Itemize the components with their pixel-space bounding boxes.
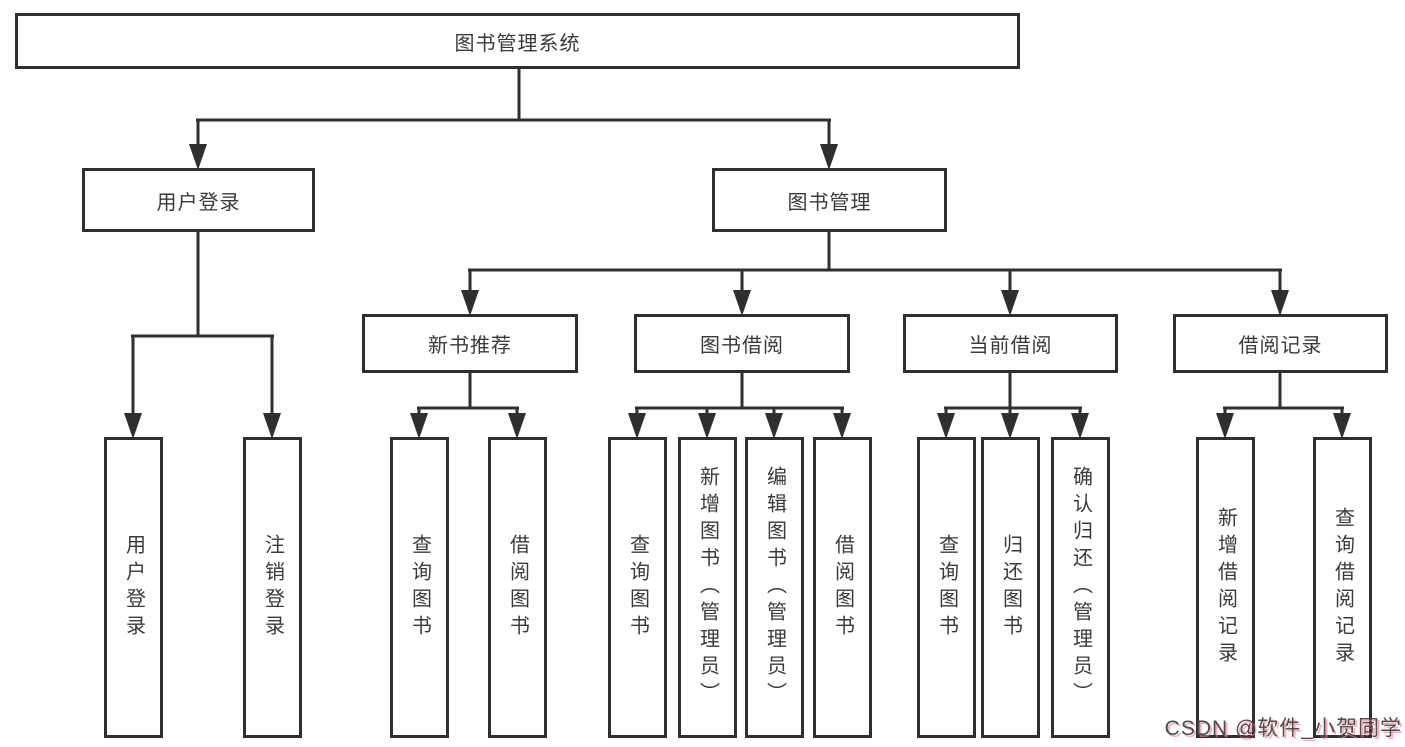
leaf-borrow-books-label: 借阅图书 [831, 533, 854, 642]
leaf-borrow-query-books: 查询图书 [608, 437, 667, 738]
node-user-login: 用户登录 [82, 168, 315, 232]
leaf-current-query-books: 查询图书 [917, 437, 976, 738]
leaf-borrow-books: 借阅图书 [813, 437, 872, 738]
leaf-logout: 注销登录 [243, 437, 302, 738]
leaf-recommend-borrow-books: 借阅图书 [488, 437, 547, 738]
node-new-book-recommend: 新书推荐 [362, 314, 578, 373]
leaf-confirm-return-admin-label: 确认归还（管理员） [1069, 466, 1092, 709]
leaf-recommend-borrow-books-label: 借阅图书 [506, 533, 529, 642]
leaf-query-borrow-record-label: 查询借阅记录 [1331, 506, 1354, 669]
leaf-add-books-admin: 新增图书（管理员） [678, 437, 737, 738]
node-borrowing-records-label: 借阅记录 [1238, 335, 1323, 357]
node-current-borrowing-label: 当前借阅 [968, 335, 1053, 357]
leaf-user-login: 用户登录 [104, 437, 163, 738]
node-root: 图书管理系统 [15, 13, 1020, 69]
node-root-label: 图书管理系统 [454, 32, 581, 55]
leaf-current-query-books-label: 查询图书 [935, 533, 958, 642]
node-book-borrowing: 图书借阅 [634, 314, 850, 373]
node-book-management-label: 图书管理 [787, 191, 872, 214]
node-borrowing-records: 借阅记录 [1173, 314, 1388, 373]
leaf-confirm-return-admin: 确认归还（管理员） [1051, 437, 1110, 738]
leaf-borrow-query-books-label: 查询图书 [626, 533, 649, 642]
node-current-borrowing: 当前借阅 [903, 314, 1118, 373]
leaf-return-books: 归还图书 [981, 437, 1040, 738]
leaf-add-borrow-record: 新增借阅记录 [1196, 437, 1255, 738]
node-user-login-label: 用户登录 [156, 191, 241, 214]
leaf-recommend-query-books: 查询图书 [390, 437, 449, 738]
leaf-edit-books-admin-label: 编辑图书（管理员） [763, 466, 786, 709]
leaf-return-books-label: 归还图书 [999, 533, 1022, 642]
csdn-watermark: CSDN @软件_小贺同学 [1164, 717, 1402, 740]
leaf-logout-label: 注销登录 [261, 533, 284, 642]
node-book-borrowing-label: 图书借阅 [700, 335, 784, 357]
leaf-edit-books-admin: 编辑图书（管理员） [745, 437, 804, 738]
leaf-query-borrow-record: 查询借阅记录 [1313, 437, 1372, 738]
leaf-add-books-admin-label: 新增图书（管理员） [696, 466, 719, 709]
node-new-book-recommend-label: 新书推荐 [428, 335, 512, 357]
leaf-add-borrow-record-label: 新增借阅记录 [1214, 506, 1237, 669]
leaf-recommend-query-books-label: 查询图书 [408, 533, 431, 642]
leaf-user-login-label: 用户登录 [122, 533, 145, 642]
node-book-management: 图书管理 [712, 168, 947, 232]
